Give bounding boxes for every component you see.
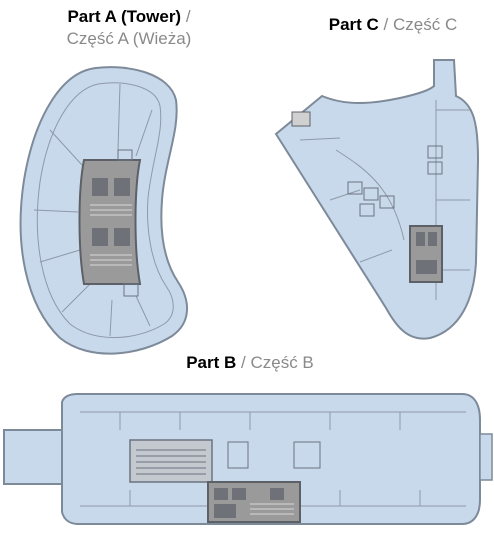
part-c-title-pl: Część C	[393, 15, 458, 34]
part-b-stair-block	[129, 439, 213, 483]
part-a-label: Part A (Tower) / Część A (Wieża)	[18, 6, 240, 50]
part-a-title-pl: Część A (Wieża)	[66, 29, 192, 48]
part-c-inner-edge	[335, 149, 405, 241]
part-b-core-lifts	[214, 488, 284, 518]
part-b-service-rooms	[227, 441, 321, 469]
part-c-rooms	[347, 145, 443, 217]
part-b-title-pl: Część B	[250, 353, 314, 372]
part-a-title-en: Part A (Tower)	[67, 7, 182, 26]
part-b-slab	[61, 393, 481, 525]
part-a-floor-plan	[19, 66, 189, 355]
part-b-separator: /	[236, 353, 251, 372]
part-a-core-lifts	[92, 178, 130, 246]
part-c-service-box	[291, 111, 311, 127]
part-a-separator: /	[181, 7, 191, 26]
part-c-label: Part C / Część C	[300, 14, 486, 36]
part-b-floor-plan	[3, 393, 493, 525]
part-b-core-stairs	[250, 503, 294, 515]
part-a-core-stairs	[90, 204, 132, 266]
part-c-core-lifts	[416, 232, 437, 274]
part-c-title-en: Part C	[328, 15, 379, 34]
part-a-service-rooms	[117, 149, 139, 297]
part-b-title-en: Part B	[186, 353, 237, 372]
part-a-partitions	[33, 83, 153, 337]
part-b-stair-treads	[136, 449, 206, 475]
part-c-separator: /	[378, 15, 393, 34]
part-c-slab	[274, 59, 480, 340]
part-a-inner-ring	[36, 82, 174, 339]
part-b-right-stub	[479, 433, 493, 481]
part-b-label: Part B / Część B	[150, 352, 350, 374]
part-b-left-corridor	[3, 429, 63, 485]
part-c-floor-plan	[274, 59, 480, 340]
part-b-partitions	[80, 411, 466, 507]
